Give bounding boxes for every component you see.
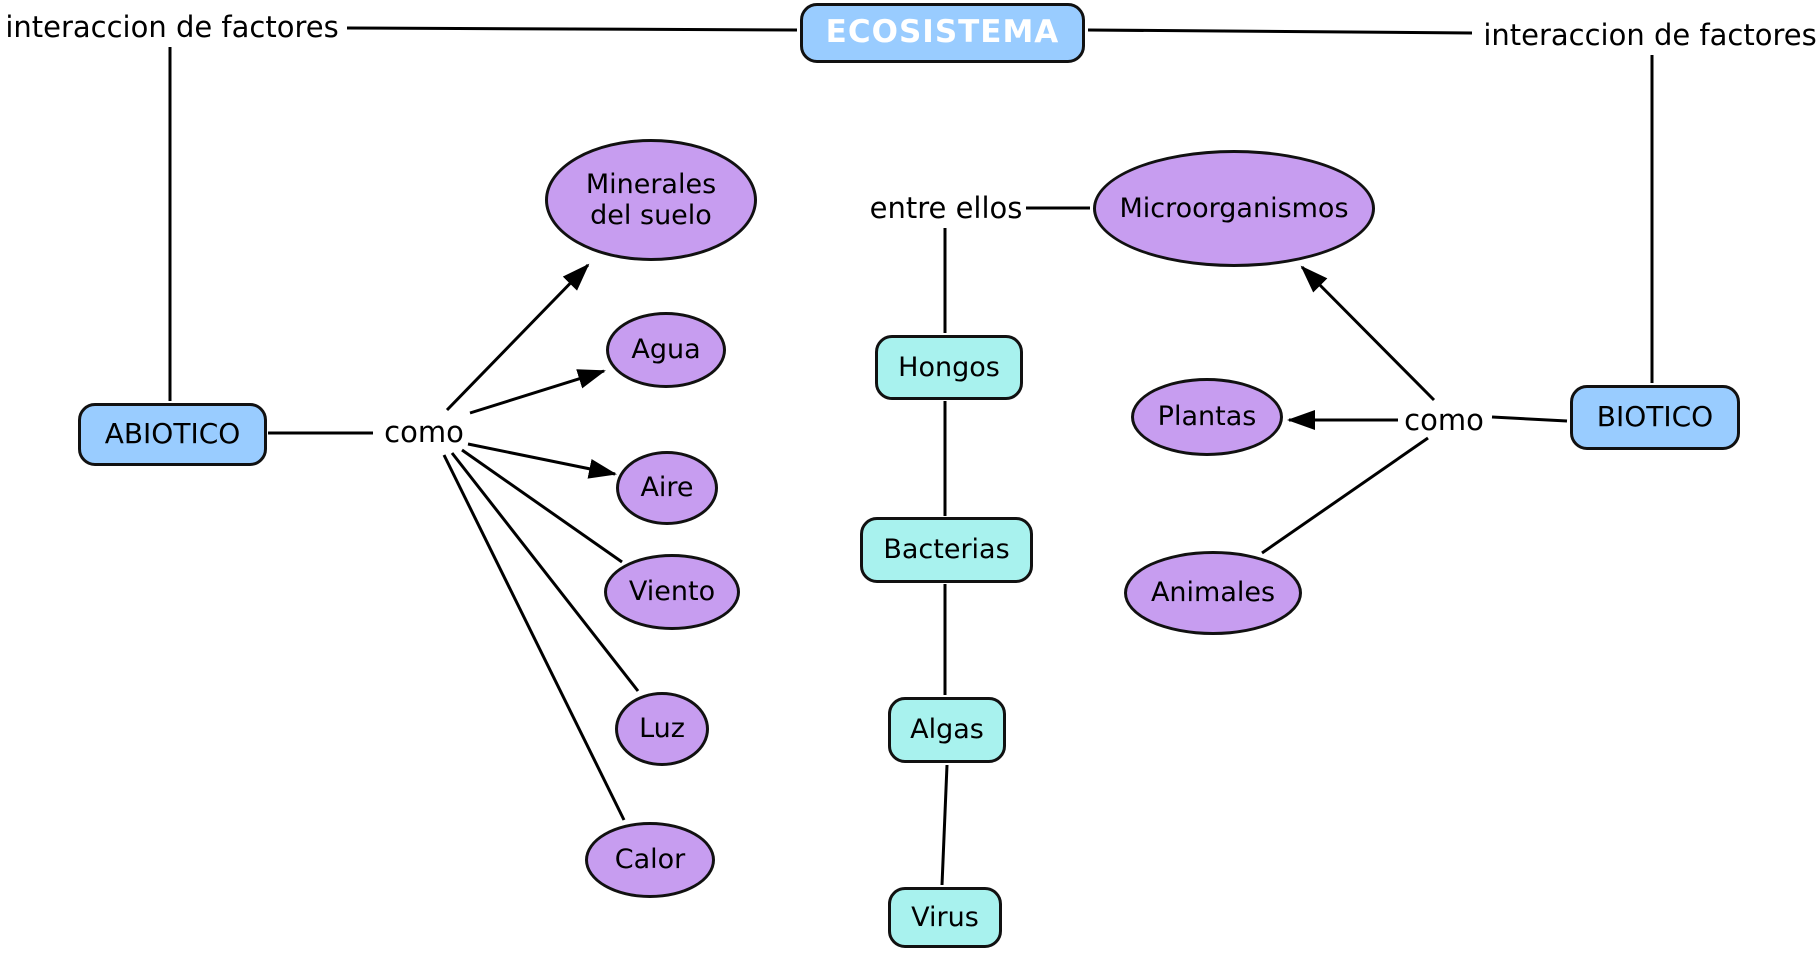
node-ecosistema[interactable]: ECOSISTEMA — [800, 3, 1085, 63]
node-calor[interactable]: Calor — [585, 822, 715, 898]
node-luz[interactable]: Luz — [615, 692, 709, 766]
edge-biotico-to-como — [1491, 415, 1568, 423]
edge-como-to-agua — [469, 369, 606, 415]
edge-como-to-minerales — [445, 263, 590, 412]
node-virus[interactable]: Virus — [888, 887, 1002, 948]
link-label-interaccion-de-factores-right[interactable]: interaccion de factores — [1483, 18, 1817, 52]
node-biotico[interactable]: BIOTICO — [1570, 385, 1740, 450]
node-abiotico[interactable]: ABIOTICO — [78, 403, 267, 466]
edge-como-to-luz — [450, 452, 640, 692]
node-microorganismos[interactable]: Microorganismos — [1093, 150, 1375, 267]
link-label-como-right[interactable]: como — [1404, 403, 1484, 437]
node-minerales-del-suelo[interactable]: Minerales del suelo — [545, 139, 757, 261]
node-bacterias[interactable]: Bacterias — [860, 517, 1033, 583]
edge-como-to-calor — [442, 454, 626, 821]
edge-como-to-microorganismos — [1300, 265, 1436, 402]
node-hongos[interactable]: Hongos — [875, 335, 1023, 400]
node-plantas[interactable]: Plantas — [1131, 378, 1283, 456]
node-algas[interactable]: Algas — [888, 697, 1006, 763]
edge-animales-to-como — [1261, 436, 1429, 555]
edge-interaccion-left-to-ecosistema — [346, 26, 798, 32]
edge-ecosistema-to-interaccion-right — [1087, 28, 1473, 35]
edge-como-to-viento — [461, 448, 623, 564]
edge-algas-to-virus — [940, 764, 949, 886]
node-viento[interactable]: Viento — [604, 554, 740, 630]
edge-como-to-aire — [467, 442, 617, 479]
link-label-como-left[interactable]: como — [384, 415, 464, 449]
node-minerales-del-suelo-label: Minerales del suelo — [585, 168, 717, 231]
link-label-entre-ellos[interactable]: entre ellos — [869, 191, 1023, 225]
node-aire[interactable]: Aire — [616, 451, 718, 525]
node-agua[interactable]: Agua — [606, 312, 726, 388]
node-animales[interactable]: Animales — [1124, 551, 1302, 635]
link-label-interaccion-de-factores-left[interactable]: interaccion de factores — [5, 10, 339, 44]
